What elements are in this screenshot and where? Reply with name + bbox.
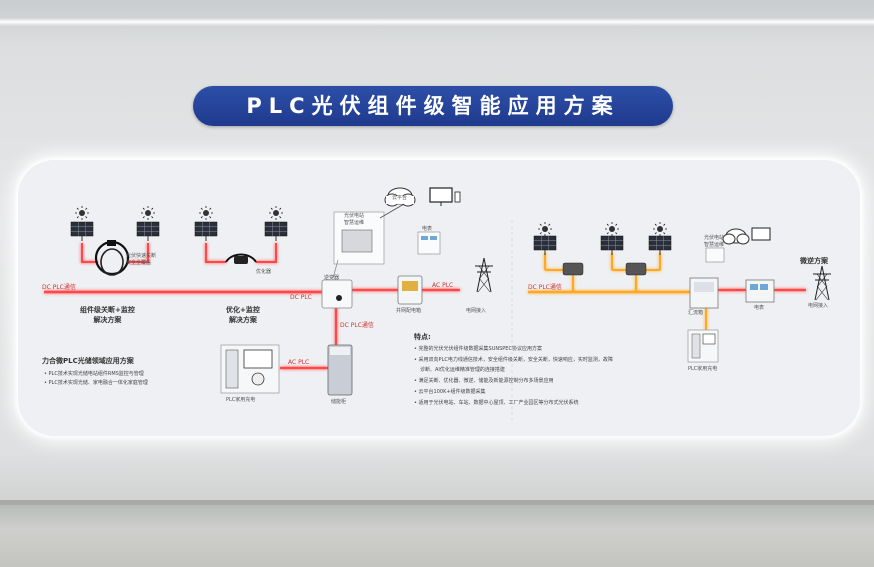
right-meter (745, 279, 775, 303)
left-note-1: • PLC技术实现光储电站组件RMS监控与管理 (44, 371, 144, 377)
right-dc-bus (528, 253, 806, 330)
ac-plc-label: AC PLC (432, 282, 454, 289)
left-notes-title: 力合微PLC光储领域应用方案 (42, 357, 134, 365)
cloud-platform (379, 187, 461, 219)
storage-cabinet (327, 344, 353, 396)
combiner-label: 汇流箱 (688, 310, 704, 316)
right-title-label: 微逆方案 (800, 257, 828, 265)
optimizer-label: 优化器 (256, 269, 272, 275)
cloud-label: 云平台 (392, 195, 408, 201)
right-charger (687, 329, 719, 363)
left-dc-bus (44, 243, 460, 370)
left-note-2: • PLC技术实现光储、家电融合一体化家庭管理 (44, 380, 148, 386)
center-note-3: 诊断、AI优化运维精准管理的连接搭建 (420, 367, 505, 373)
floor (0, 505, 874, 567)
right-charger-label: PLC家用充电 (688, 366, 718, 372)
dc-plc-label: DC PLC (290, 294, 312, 301)
baseboard (0, 500, 874, 506)
storage-label: 储能柜 (331, 399, 347, 405)
grid-label: 电网接入 (466, 308, 487, 314)
charger-label: PLC家用充电 (226, 397, 256, 403)
optimizer-device (225, 253, 257, 264)
cable-loop (94, 240, 130, 276)
micro-inverters (562, 262, 647, 276)
banner-title: PLC光伏组件级智能应用方案 (246, 94, 620, 118)
safety-label: 光伏快速关断 安全全覆盖 (126, 253, 157, 266)
center-note-4: • 满足关断、优化器、微逆、储能及新能源控制分布多场景应用 (414, 378, 554, 384)
center-note-6: • 适用于光伏电站、车站、数据中心屋顶、工厂产业园区等分布式光伏系统 (414, 400, 579, 406)
center-note-1: • 完整的光伏光伏组件级数据采集SUNSPEC协议应用方案 (414, 346, 542, 352)
right-meter-label: 电表 (754, 305, 765, 311)
caption-shutdown: 组件级关断+监控 解决方案 (80, 306, 135, 324)
right-dc-plc-label: DC PLC通信 (528, 284, 562, 291)
combiner-box (689, 277, 719, 309)
cloud-monitor-box (332, 211, 385, 279)
caption-optimize: 优化+监控 解决方案 (226, 306, 260, 324)
display-board (18, 160, 860, 436)
center-note-5: • 云平台100K+组件级数据采集 (414, 389, 486, 395)
center-note-2: • 采用双向PLC电力线通信技术，安全组件级关断，安全关断，快速响应，实时监测，… (414, 357, 613, 363)
meter-label: 电表 (422, 226, 433, 232)
dc-plc-vertical-label: DC PLC通信 (340, 322, 374, 329)
inverter-label: 逆变器 (324, 275, 340, 281)
left-solar-panels (70, 205, 288, 242)
title-banner: PLC光伏组件级智能应用方案 (193, 86, 673, 126)
ceiling-light (0, 18, 874, 26)
charger-station (220, 344, 280, 394)
grid-box-label: 并网配电箱 (396, 308, 422, 314)
right-grid-label: 电网接入 (808, 303, 829, 309)
right-cloud-box-label: 光伏电站 智慧运维 (704, 235, 725, 248)
inverter (321, 279, 353, 309)
cloud-box-label: 光伏电站 智慧运维 (344, 213, 365, 226)
meter (417, 231, 441, 255)
grid-tower-right (812, 265, 832, 301)
left-dc-plc-label: DC PLC通信 (42, 284, 76, 291)
grid-tower-left (474, 257, 494, 293)
ac-plc-label-2: AC PLC (288, 359, 310, 366)
right-cloud (705, 227, 771, 263)
center-notes-title: 特点: (414, 333, 431, 341)
right-solar-panels (533, 221, 672, 256)
grid-box (397, 275, 423, 305)
